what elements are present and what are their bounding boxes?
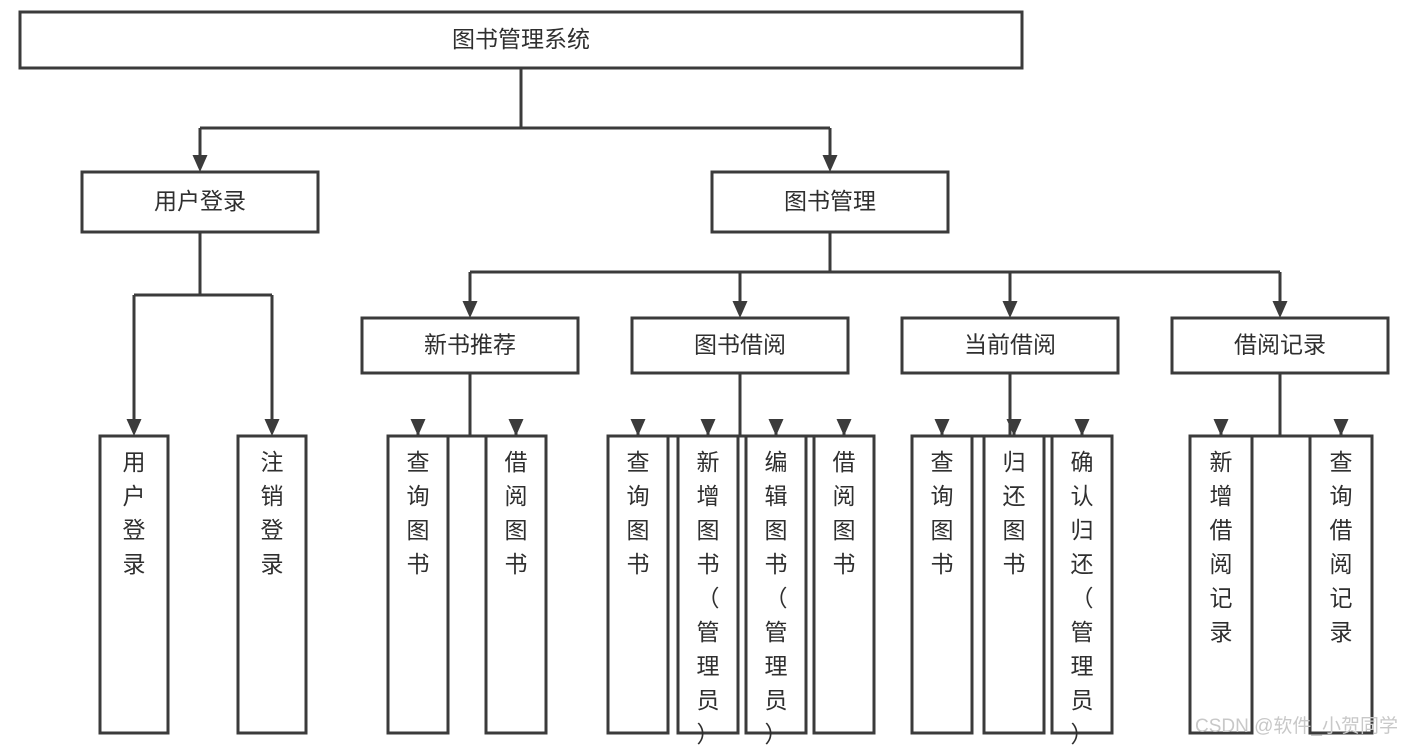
node-label: 注销登录 <box>261 449 284 577</box>
connector-arrowhead <box>508 419 524 436</box>
node-label: 借阅记录 <box>1234 332 1326 358</box>
node-label: 归还图书 <box>1003 449 1026 577</box>
node-label: 图书借阅 <box>694 332 786 358</box>
node-box[interactable] <box>676 434 740 735</box>
connector-arrowhead <box>768 419 784 436</box>
connector-arrowhead <box>126 419 142 436</box>
node-label: 确认归还（管理员） <box>1071 449 1094 747</box>
node-leaf-query-book-2[interactable]: 查询图书 <box>606 434 670 735</box>
connector-arrowhead <box>1213 419 1229 436</box>
node-box[interactable] <box>98 434 170 735</box>
node-leaf-user-login[interactable]: 用户登录 <box>98 434 170 735</box>
connector-arrowhead <box>1333 419 1349 436</box>
node-label: 查询图书 <box>931 449 954 577</box>
node-leaf-return-book[interactable]: 归还图书 <box>982 434 1046 735</box>
node-box[interactable] <box>18 10 1024 70</box>
connector-arrowhead <box>700 419 716 436</box>
node-layer: 图书管理系统用户登录图书管理新书推荐图书借阅当前借阅借阅记录用户登录注销登录查询… <box>18 10 1390 747</box>
node-current-borrow[interactable]: 当前借阅 <box>900 316 1120 375</box>
node-label: 查询图书 <box>627 449 650 577</box>
node-leaf-query-book-1[interactable]: 查询图书 <box>386 434 450 735</box>
connector-arrowhead <box>732 301 748 318</box>
node-box[interactable] <box>744 434 808 735</box>
node-label: 新书推荐 <box>424 332 516 358</box>
connector-layer <box>126 68 1349 438</box>
node-leaf-user-logout[interactable]: 注销登录 <box>236 434 308 735</box>
node-label: 新增借阅记录 <box>1210 449 1233 645</box>
node-user-login[interactable]: 用户登录 <box>80 170 320 234</box>
connector-arrowhead <box>410 419 426 436</box>
node-book-management[interactable]: 图书管理 <box>710 170 950 234</box>
connector-arrowhead <box>822 155 838 172</box>
node-leaf-add-book[interactable]: 新增图书（管理员） <box>676 434 740 747</box>
node-box[interactable] <box>360 316 580 375</box>
node-box[interactable] <box>630 316 850 375</box>
node-leaf-borrow-book-2[interactable]: 借阅图书 <box>812 434 876 735</box>
connector-arrowhead <box>934 419 950 436</box>
node-box[interactable] <box>1050 434 1114 735</box>
node-root[interactable]: 图书管理系统 <box>18 10 1024 70</box>
csdn-watermark: CSDN @软件_小贺同学 <box>1195 715 1398 737</box>
node-label: 编辑图书（管理员） <box>765 449 788 747</box>
node-label: 借阅图书 <box>833 449 856 577</box>
node-box[interactable] <box>710 170 950 234</box>
node-label: 新增图书（管理员） <box>697 449 720 747</box>
connector-arrowhead <box>1006 419 1022 436</box>
node-label: 用户登录 <box>123 449 146 577</box>
connector-arrowhead <box>1002 301 1018 318</box>
node-box[interactable] <box>1170 316 1390 375</box>
connector-arrowhead <box>264 419 280 436</box>
node-box[interactable] <box>484 434 548 735</box>
node-leaf-confirm-return[interactable]: 确认归还（管理员） <box>1050 434 1114 747</box>
node-box[interactable] <box>386 434 450 735</box>
connector-arrowhead <box>1272 301 1288 318</box>
node-label: 查询借阅记录 <box>1330 449 1353 645</box>
node-leaf-edit-book[interactable]: 编辑图书（管理员） <box>744 434 808 747</box>
node-label: 查询图书 <box>407 449 430 577</box>
node-label: 用户登录 <box>154 188 246 214</box>
node-label: 图书管理 <box>784 188 876 214</box>
node-leaf-add-record[interactable]: 新增借阅记录 <box>1188 434 1254 735</box>
node-box[interactable] <box>80 170 320 234</box>
node-box[interactable] <box>900 316 1120 375</box>
connector-arrowhead <box>1074 419 1090 436</box>
node-leaf-query-book-3[interactable]: 查询图书 <box>910 434 974 735</box>
connector-arrowhead <box>192 155 208 172</box>
node-box[interactable] <box>982 434 1046 735</box>
connector-arrowhead <box>462 301 478 318</box>
connector-arrowhead <box>630 419 646 436</box>
node-label: 图书管理系统 <box>452 26 590 52</box>
connector-arrowhead <box>836 419 852 436</box>
node-book-borrow[interactable]: 图书借阅 <box>630 316 850 375</box>
node-box[interactable] <box>1308 434 1374 735</box>
node-leaf-query-record[interactable]: 查询借阅记录 <box>1308 434 1374 735</box>
node-label: 借阅图书 <box>505 449 528 577</box>
node-box[interactable] <box>1188 434 1254 735</box>
node-label: 当前借阅 <box>964 332 1056 358</box>
node-box[interactable] <box>910 434 974 735</box>
node-borrow-record[interactable]: 借阅记录 <box>1170 316 1390 375</box>
node-leaf-borrow-book-1[interactable]: 借阅图书 <box>484 434 548 735</box>
node-box[interactable] <box>812 434 876 735</box>
node-box[interactable] <box>236 434 308 735</box>
node-box[interactable] <box>606 434 670 735</box>
node-new-book-recommend[interactable]: 新书推荐 <box>360 316 580 375</box>
